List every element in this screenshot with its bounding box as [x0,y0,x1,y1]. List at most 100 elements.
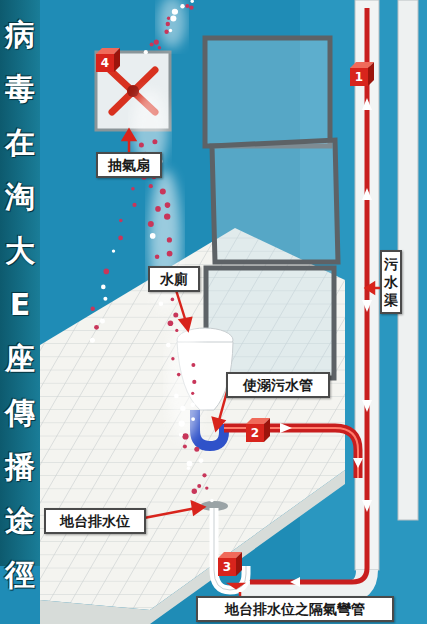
callout-number: 2 [246,424,264,442]
virus-particle [104,269,110,275]
callout-cube [218,552,242,576]
virus-particle [178,349,181,352]
virus-mist [132,0,203,440]
virus-particle [101,285,106,290]
callout-cube [96,48,120,72]
virus-particle [94,325,99,330]
pointer-arrow [123,130,135,140]
part-label-box: 污水渠 [380,250,402,314]
callout-number: 1 [350,68,368,86]
virus-particle [182,433,188,439]
callout-cube [368,62,374,86]
virus-particle [150,233,156,239]
virus-particle [159,302,164,307]
virus-particle [177,373,181,377]
virus-particle [154,40,159,45]
virus-particle [173,313,178,318]
pointer-arrow [176,290,186,322]
virus-particle [172,9,178,15]
virus-particle [183,444,187,448]
virus-particle [189,5,193,9]
virus-particle [91,307,95,311]
callout-cube [236,552,242,576]
part-name: 污水渠 [383,255,399,309]
pointer-arrow [213,418,224,430]
virus-mist [167,320,203,440]
virus-particle [191,403,195,407]
part-label-box: 地台排水位之隔氣彎管 [196,596,394,622]
virus-particle [191,363,195,367]
virus-particle [191,0,194,3]
pointer-arrow [366,283,374,293]
virus-particle [139,143,144,148]
virus-particle [192,380,196,384]
window-frame [205,38,330,146]
virus-particle [155,206,161,212]
virus-particle [166,22,170,26]
part-name: 地台排水位之隔氣彎管 [201,600,389,618]
callout-number: 3 [218,558,236,576]
callout-cube [264,418,270,442]
callout-cube [218,558,236,576]
callout-cube [246,424,264,442]
virus-particle [150,43,154,47]
part-label-box: 抽氣扇 [96,152,162,178]
soil-pipe [224,428,358,478]
virus-particles [90,0,214,510]
part-name: 水廁 [153,270,195,288]
virus-particle [148,221,154,227]
virus-particle [180,406,185,411]
virus-particle [112,249,115,252]
tiled-floor [40,228,345,610]
pointer-arrow [144,508,196,518]
virus-particle [180,4,184,8]
virus-particle [165,202,171,208]
pointer-arrow [230,584,242,588]
virus-particle [197,484,201,488]
flow-line [250,8,367,582]
virus-particle [194,447,199,452]
virus-particle [90,338,95,343]
callout-cube [246,418,270,442]
virus-particle [160,189,166,195]
flow-line [280,423,363,468]
sewer-pipe [240,0,418,592]
part-label-box: 地台排水位 [44,508,146,534]
virus-particle [171,357,174,360]
virus-particle [202,473,206,477]
floor-trap [214,508,246,590]
window-frame [212,140,338,262]
virus-particle [192,489,197,494]
pointer-arrow [192,502,204,514]
virus-particle [158,46,161,49]
virus-particle [167,251,173,257]
virus-particle [171,298,175,302]
virus-particle [164,30,168,34]
part-name: 使溺污水管 [231,376,325,394]
virus-particle [132,203,136,207]
virus-particle [100,318,105,323]
virus-particle [187,467,190,470]
title: 病毒在淘大E座傳播途徑 [3,8,37,602]
virus-particle [205,486,208,489]
virus-particle [166,343,171,348]
virus-particle [199,458,204,463]
flow-line [250,8,372,587]
virus-particle [131,187,135,191]
virus-particle [187,461,193,467]
exhaust-fan [127,85,139,97]
part-name: 抽氣扇 [101,156,157,174]
virus-particle [210,499,214,503]
pointer-arrow [180,318,191,330]
virus-particle [103,297,107,301]
floor-trap [214,508,246,590]
virus-particle [119,219,123,223]
virus-particle [144,50,148,54]
virus-particle [175,329,178,332]
virus-particle [149,184,153,188]
virus-particle [179,421,185,427]
virus-particle [164,213,170,219]
